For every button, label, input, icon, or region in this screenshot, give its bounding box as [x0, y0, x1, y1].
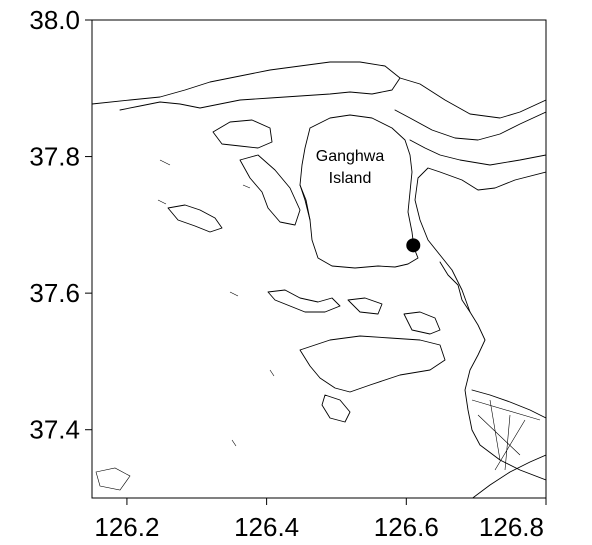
location-marker [406, 238, 421, 253]
y-tick-label: 37.8 [29, 142, 80, 172]
x-tick-label: 126.8 [479, 512, 544, 542]
island-label-line2: Island [329, 170, 372, 187]
island-label-line1: Ganghwa [316, 148, 385, 165]
coastlines [92, 61, 546, 498]
map-frame [91, 19, 547, 499]
ganghwa-island-outline [299, 114, 419, 269]
southwest-fragments [95, 159, 275, 491]
x-tick-label: 126.2 [94, 512, 159, 542]
west-island-group [167, 119, 311, 233]
eastern-mainland [439, 261, 546, 498]
south-islands [267, 289, 446, 423]
reclaimed-grid [471, 399, 541, 471]
estuary-north [394, 77, 546, 141]
x-axis: 126.2 126.4 126.6 126.8 [94, 498, 547, 542]
y-tick-label: 38.0 [29, 5, 80, 35]
northern-coast [92, 61, 401, 111]
x-tick-label: 126.6 [374, 512, 439, 542]
y-axis: 38.0 37.8 37.6 37.4 [29, 5, 92, 445]
y-tick-label: 37.4 [29, 415, 80, 445]
y-tick-label: 37.6 [29, 278, 80, 308]
x-tick-label: 126.4 [234, 512, 299, 542]
river-channel [409, 139, 546, 313]
